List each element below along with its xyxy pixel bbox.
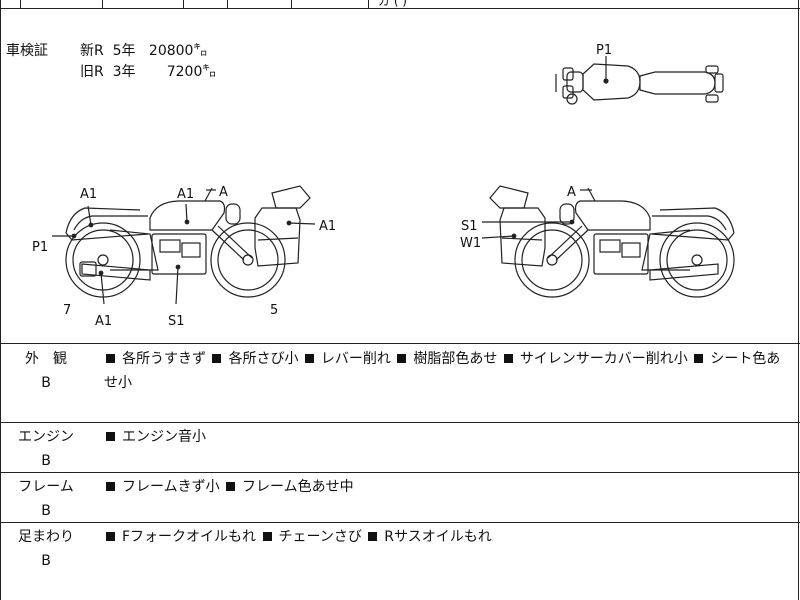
category-name: フレーム [18,479,74,495]
condition-item: フレームきず小 [122,479,220,495]
category-name: 外 観 [25,351,67,367]
bullet-square-icon [368,532,378,541]
inspection-row-old: 旧R 3年 7200㌔ [80,62,216,83]
inspection-label: 車検証 [6,43,48,59]
left-side-bike: A1 A1 A A1 P1 7 A1 S1 5 [32,185,336,329]
bullet-square-icon [106,482,115,491]
condition-item: サイレンサーカバー削れ小 [519,351,688,367]
grade-value: B [41,553,51,569]
label-left-a-lever: A [219,185,228,200]
condition-item: チェーンさび [278,529,362,545]
inspection-years: 5年 [112,43,136,59]
category-name: 足まわり [18,529,74,545]
top-cell [183,0,228,8]
grade-value: B [41,453,51,469]
header-partial-text: ガ ( ) [378,0,407,8]
top-table-strip: ガ ( ) [0,0,800,9]
condition-items: フレームきず小 フレーム色あせ中 [104,475,784,499]
grade-value: B [41,503,51,519]
bullet-square-icon [304,354,314,363]
inspection-km: 7200 [166,64,203,80]
section-exterior: 外 観 B 各所うすきず 各所さび小 レバー削れ 樹脂部色あせ サイレンサーカバ… [0,343,800,423]
category-label: エンジン B [10,425,82,473]
condition-item: 各所うすきず [122,351,206,367]
bullet-square-icon [694,354,704,363]
inspection-unit: ㌔ [202,64,217,80]
label-right-s1: S1 [461,219,478,234]
bullet-square-icon [106,432,115,441]
label-left-5: 5 [270,303,278,318]
bullet-square-icon [397,354,407,363]
top-cell [102,0,184,8]
label-left-p1: P1 [32,240,48,255]
condition-item: シート色あせ小 [104,351,781,391]
inspection-km: 20800 [148,43,194,59]
top-view-bike: P1 [555,43,724,105]
top-cell [20,0,103,8]
inspection-type: 旧R [80,64,104,80]
bullet-square-icon [106,532,115,541]
bullet-square-icon [503,354,513,363]
condition-items: 各所うすきず 各所さび小 レバー削れ 樹脂部色あせ サイレンサーカバー削れ小 シ… [104,347,784,395]
label-left-a1-right: A1 [319,219,336,234]
label-top-p1: P1 [596,43,612,58]
section-engine: エンジン B エンジン音小 [0,423,800,473]
right-side-bike: A S1 W1 [460,185,735,298]
label-left-s1: S1 [168,314,185,329]
grade-value: B [41,375,51,391]
section-suspension: 足まわり B Fフォークオイルもれ チェーンさび Rサスオイルもれ [0,523,800,600]
condition-item: 各所さび小 [228,351,299,367]
label-left-a1-tank: A1 [177,187,194,202]
motorcycle-diagrams: P1 [32,43,735,329]
top-cell [291,0,369,8]
category-label: 外 観 B [10,347,82,395]
inspection-unit: ㌔ [193,43,208,59]
category-label: フレーム B [10,475,82,523]
bullet-square-icon [226,482,236,491]
bullet-square-icon [262,532,272,541]
inspection-years: 3年 [112,64,136,80]
inspection-row-new: 新R 5年 20800㌔ [80,41,207,62]
label-left-a1-rear: A1 [80,187,97,202]
label-left-7: 7 [63,303,71,318]
condition-items: エンジン音小 [104,425,784,449]
condition-item: Rサスオイルもれ [384,529,492,545]
damage-diagram: 車検証 新R 5年 20800㌔ 旧R 3年 7200㌔ P1 [0,8,800,344]
category-name: エンジン [18,429,74,445]
category-label: 足まわり B [10,525,82,573]
condition-item: エンジン音小 [122,429,206,445]
label-left-a1-bottom: A1 [95,314,112,329]
top-cell [0,0,21,8]
bullet-square-icon [212,354,222,363]
condition-items: Fフォークオイルもれ チェーンさび Rサスオイルもれ [104,525,784,549]
section-frame: フレーム B フレームきず小 フレーム色あせ中 [0,473,800,523]
label-right-w1: W1 [460,236,481,251]
condition-item: フレーム色あせ中 [242,479,354,495]
condition-item: Fフォークオイルもれ [122,529,257,545]
top-cell [227,0,292,8]
inspection-type: 新R [80,43,104,59]
label-right-a-lever: A [567,185,576,200]
condition-item: 樹脂部色あせ [413,351,498,367]
bullet-square-icon [106,354,115,363]
condition-item: レバー削れ [320,351,391,367]
